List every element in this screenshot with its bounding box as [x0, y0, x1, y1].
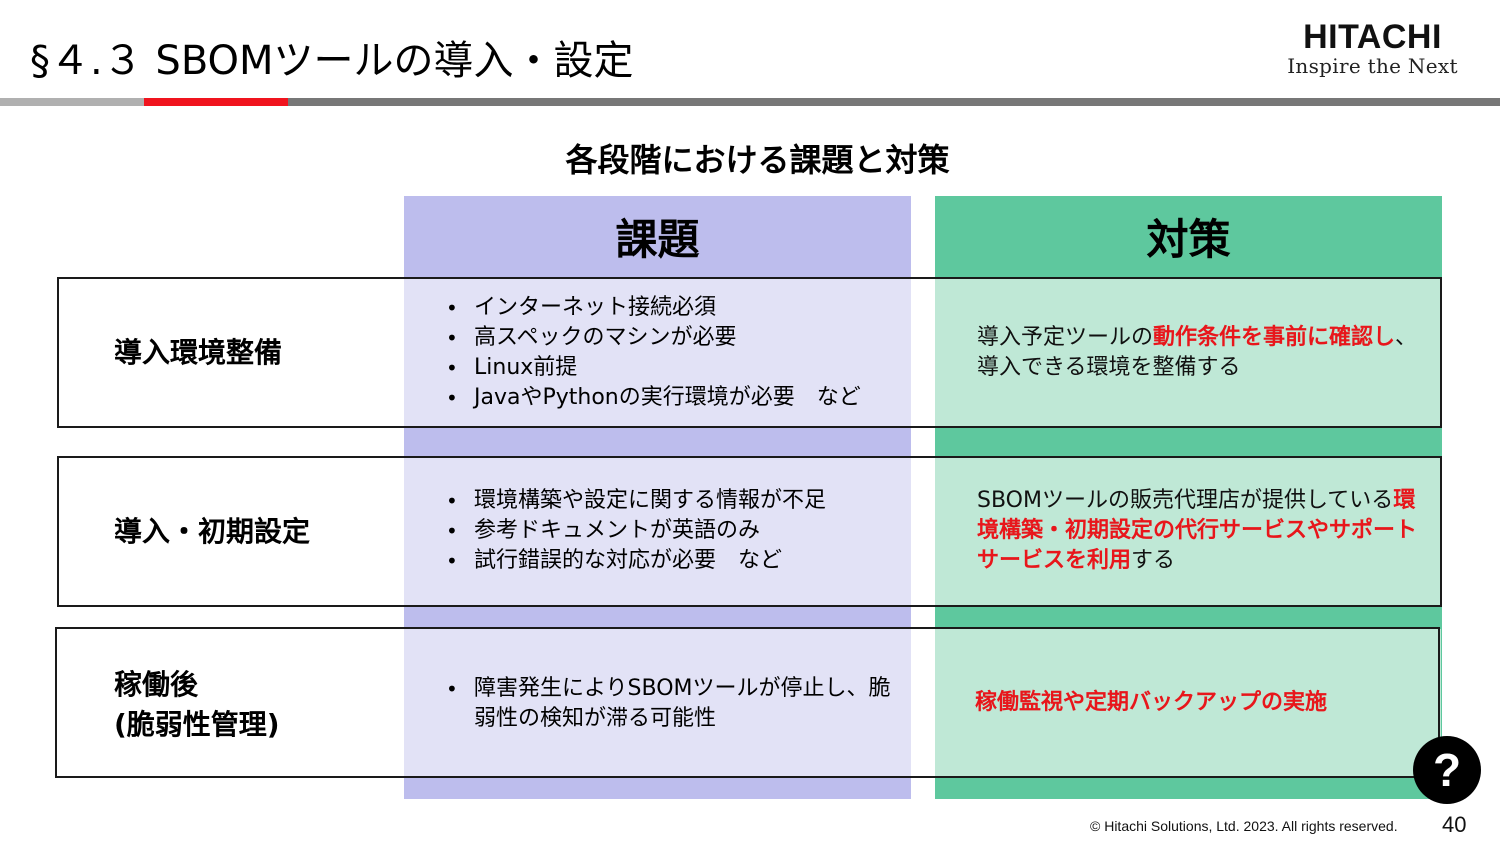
issue-list: 障害発生によりSBOMツールが停止し、脆弱性の検知が滞る可能性 [446, 674, 896, 734]
table-row [57, 456, 1442, 607]
stage-label-line: 稼働後 [114, 668, 199, 701]
logo-tagline: Inspire the Next [1287, 54, 1458, 78]
header-rule-dark [288, 98, 1500, 106]
measure-text-plain: 、導入できる環境を整備する [977, 325, 1418, 380]
hitachi-logo: HITACHI Inspire the Next [1270, 20, 1475, 78]
stage-label: 導入環境整備 [114, 336, 283, 369]
header-rule-red [144, 98, 288, 106]
header-rule-gray [0, 98, 144, 106]
issue-item: Linux前提 [446, 353, 861, 383]
help-button[interactable]: ? [1413, 736, 1481, 804]
measure-text: 導入予定ツールの動作条件を事前に確認し、導入できる環境を整備する [977, 323, 1437, 383]
issue-item: インターネット接続必須 [446, 293, 861, 323]
measure-text: 稼働監視や定期バックアップの実施 [975, 688, 1435, 718]
stage-label: 稼働後 (脆弱性管理) [114, 665, 280, 745]
measure-cell [935, 279, 1441, 426]
measure-text: SBOMツールの販売代理店が提供している環境構築・初期設定の代行サービスやサポー… [977, 486, 1429, 576]
issue-item: 試行錯誤的な対応が必要 など [446, 546, 826, 576]
logo-wordmark: HITACHI [1303, 18, 1442, 56]
measure-text-highlight: 動作条件を事前に確認し [1153, 325, 1396, 350]
issue-list: インターネット接続必須 高スペックのマシンが必要 Linux前提 JavaやPy… [446, 293, 861, 413]
issue-column-header: 課題 [615, 214, 700, 264]
table-row [55, 627, 1440, 778]
measure-cell [935, 458, 1441, 605]
issue-list: 環境構築や設定に関する情報が不足 参考ドキュメントが英語のみ 試行錯誤的な対応が… [446, 486, 826, 576]
measure-text-highlight: 稼働監視や定期バックアップの実施 [975, 690, 1328, 715]
stage-label: 導入・初期設定 [114, 515, 311, 548]
table-row [57, 277, 1442, 428]
issue-item: JavaやPythonの実行環境が必要 など [446, 383, 861, 413]
slide-title: §４.３ SBOMツールの導入・設定 [30, 38, 634, 84]
measure-text-plain: 導入予定ツールの [977, 325, 1154, 350]
measure-text-plain: する [1131, 548, 1176, 573]
measure-column-header: 対策 [1146, 214, 1231, 264]
question-mark-icon: ? [1432, 744, 1462, 796]
measure-text-highlight: 環境構築・初期設定の代行サービスやサポートサービスを利用 [977, 488, 1418, 573]
measure-text-plain: SBOMツールの販売代理店が提供している [977, 488, 1394, 513]
issue-item: 参考ドキュメントが英語のみ [446, 516, 826, 546]
issue-item: 高スペックのマシンが必要 [446, 323, 861, 353]
stage-label-line: (脆弱性管理) [114, 708, 280, 741]
issue-item: 障害発生によりSBOMツールが停止し、脆弱性の検知が滞る可能性 [446, 674, 896, 734]
page-number: 40 [1442, 812, 1467, 837]
copyright-notice: © Hitachi Solutions, Ltd. 2023. All righ… [1090, 818, 1398, 834]
issue-item: 環境構築や設定に関する情報が不足 [446, 486, 826, 516]
measure-cell [935, 629, 1441, 776]
section-subtitle: 各段階における課題と対策 [565, 141, 950, 179]
